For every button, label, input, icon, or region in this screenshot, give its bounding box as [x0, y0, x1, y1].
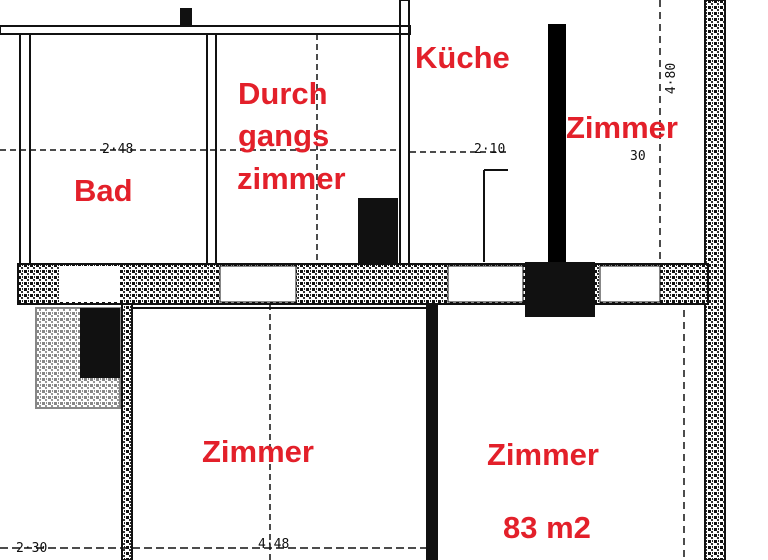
wall-stub [180, 8, 192, 26]
room-label-bath: Bad [74, 173, 133, 208]
dimension-bottom-center: 4·48 [258, 537, 290, 552]
dimension-kitchen-width: 2·10 [474, 142, 506, 157]
wall-bottom-left [121, 303, 133, 560]
partition-bar [548, 24, 566, 262]
room-label-kitchen: Küche [415, 40, 510, 75]
dimension-bottom-left: 2·30 [16, 541, 48, 556]
room-label-passage-3: zimmer [237, 161, 346, 196]
wall-top [0, 25, 411, 35]
room-label-passage-2: gangs [238, 118, 330, 153]
room-label-top-right: Zimmer [566, 110, 678, 145]
room-label-bottom-left: Zimmer [202, 434, 314, 469]
room-label-passage-1: Durch [238, 76, 328, 111]
dimension-top-right-height: 4·80 [664, 62, 680, 95]
room-label-bottom-right: Zimmer [487, 437, 599, 472]
dimension-top-right-small: 30 [630, 149, 646, 164]
wall-kitchen-left [399, 0, 410, 267]
area-label: 83 m2 [503, 510, 591, 545]
walls [0, 0, 726, 560]
chimney [358, 198, 398, 264]
dimension-bath-width: 2·48 [102, 142, 134, 157]
wall-bottom-mid [426, 304, 438, 560]
